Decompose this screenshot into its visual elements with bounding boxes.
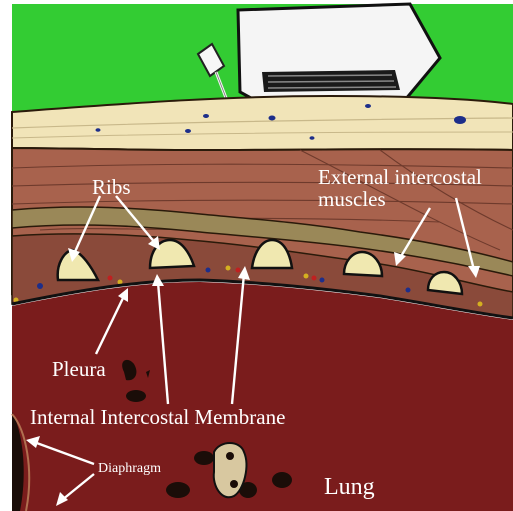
label-external-intercostal-line2: muscles	[318, 187, 386, 211]
label-internal-intercostal-membrane: Internal Intercostal Membrane	[30, 405, 285, 429]
lung-region	[12, 282, 513, 511]
ultrasound-probe	[238, 4, 440, 104]
label-lung: Lung	[324, 474, 375, 500]
label-external-intercostal-line1: External intercostal	[318, 165, 482, 189]
label-ribs: Ribs	[92, 175, 131, 199]
label-pleura: Pleura	[52, 357, 106, 381]
bronchus	[214, 443, 247, 497]
label-diaphragm: Diaphragm	[98, 461, 161, 476]
